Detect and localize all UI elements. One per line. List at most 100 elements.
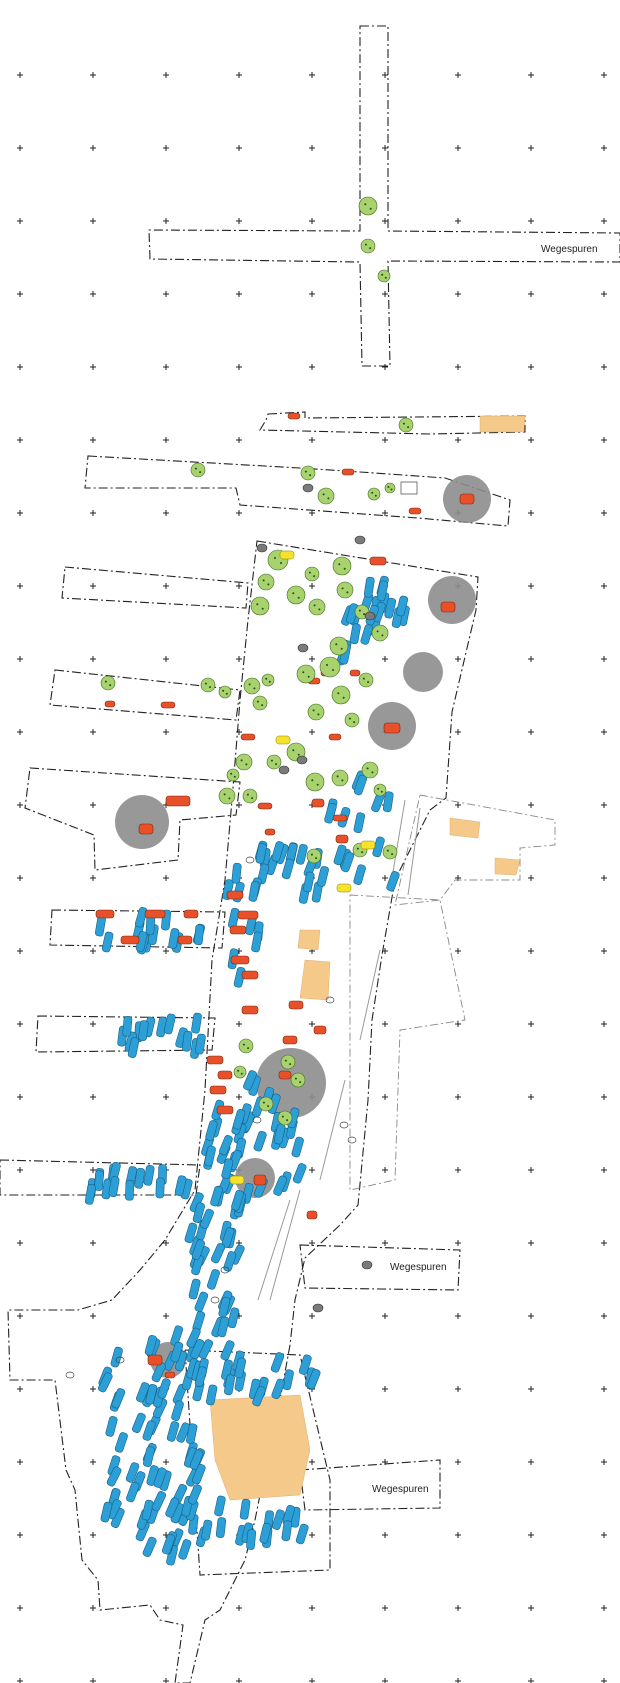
green-pit-dot (384, 276, 387, 279)
blue-grave (291, 1136, 304, 1158)
blue-grave (396, 595, 409, 617)
green-pit-dot (332, 669, 334, 671)
red-feature (287, 412, 301, 420)
blue-grave (363, 576, 375, 598)
blue-grave (271, 841, 285, 862)
blue-grave (282, 1369, 294, 1391)
green-pit-dot (358, 609, 361, 612)
green-pit-dot (369, 247, 372, 250)
green-pit (277, 1110, 293, 1126)
green-pit-dot (256, 700, 259, 703)
green-pit (306, 848, 322, 864)
trench-west-2 (49, 669, 241, 721)
green-pit-dot (342, 696, 345, 699)
blue-grave (136, 1382, 150, 1403)
green-pit-dot (225, 692, 228, 695)
green-pit-dot (233, 775, 236, 778)
blue-grave (234, 1357, 247, 1379)
square-feature (400, 481, 418, 495)
blue-grave (194, 1366, 208, 1387)
red-feature (253, 1174, 267, 1186)
green-pit (296, 664, 316, 684)
red-feature (104, 700, 116, 708)
red-feature (383, 722, 401, 734)
blue-grave (232, 1109, 246, 1130)
blue-grave (188, 1278, 201, 1300)
green-pit (305, 772, 325, 792)
blue-grave (153, 1467, 167, 1488)
red-feature (349, 669, 361, 677)
blue-grave (220, 1340, 235, 1361)
green-pit (398, 417, 414, 433)
green-pit-dot (341, 587, 344, 590)
green-pit-dot (340, 647, 343, 650)
green-pit-dot (261, 607, 264, 610)
green-pit (235, 753, 253, 771)
blue-grave (134, 1167, 146, 1189)
blue-grave (317, 866, 329, 887)
yellow-feature (275, 735, 291, 745)
green-pit-dot (371, 771, 374, 774)
green-pit-dot (262, 579, 265, 582)
green-pit-dot (313, 575, 316, 578)
green-pit (382, 844, 398, 860)
yellow-feature (229, 1175, 245, 1185)
green-pit-dot (274, 557, 276, 559)
blue-grave (178, 1539, 192, 1560)
green-pit (317, 487, 335, 505)
green-pit-dot (374, 494, 377, 497)
blue-grave (191, 1239, 205, 1260)
green-pit-dot (299, 1081, 302, 1084)
blue-grave (306, 1368, 321, 1390)
red-feature (216, 1105, 234, 1115)
blue-grave (182, 1030, 193, 1052)
blue-grave (246, 1529, 257, 1550)
misc-features (65, 481, 418, 1379)
green-pit-dot (353, 721, 356, 724)
trench-main (7, 540, 479, 1683)
red-feature (288, 1000, 304, 1010)
blue-grave (231, 862, 242, 884)
blue-grave (210, 1185, 223, 1207)
blue-grave (259, 1522, 272, 1544)
green-pit-dot (316, 783, 319, 786)
blue-grave (94, 915, 106, 937)
green-pit-dot (338, 563, 341, 566)
green-pit-dot (237, 1069, 240, 1072)
blue-grave (384, 597, 397, 619)
blue-grave (189, 1449, 204, 1470)
blue-grave (252, 1386, 266, 1407)
blue-grave (231, 1190, 244, 1211)
red-feature (206, 1055, 224, 1065)
green-pit-dot (387, 486, 390, 488)
green-pit (307, 703, 325, 721)
green-pit-dot (313, 604, 316, 607)
green-pit (367, 487, 381, 501)
green-pit-dot (240, 1072, 243, 1075)
red-feature (95, 909, 115, 919)
green-pit (250, 596, 270, 616)
green-pit (329, 636, 349, 656)
green-pit (261, 673, 275, 687)
green-pit-dot (297, 753, 300, 756)
green-pit (218, 787, 236, 805)
green-pit (377, 269, 391, 283)
green-pit-dot (377, 787, 380, 790)
green-pit-dot (364, 203, 367, 206)
red-feature (278, 1070, 292, 1080)
blue-grave (127, 1037, 140, 1058)
blue-grave (190, 1338, 205, 1360)
green-pit-dot (265, 677, 268, 680)
blue-grave (101, 931, 114, 953)
outline-feature (115, 1356, 125, 1364)
green-pit-dot (302, 671, 305, 674)
green-pit-dot (362, 677, 365, 680)
blue-grave (227, 1307, 240, 1329)
blue-grave (219, 1135, 233, 1156)
red-feature (282, 1035, 298, 1045)
blue-grave (142, 1420, 156, 1441)
blue-grave (215, 1517, 227, 1538)
blue-grave (108, 1176, 120, 1198)
blue-grave (151, 1362, 166, 1383)
blue-grave (114, 1432, 128, 1453)
